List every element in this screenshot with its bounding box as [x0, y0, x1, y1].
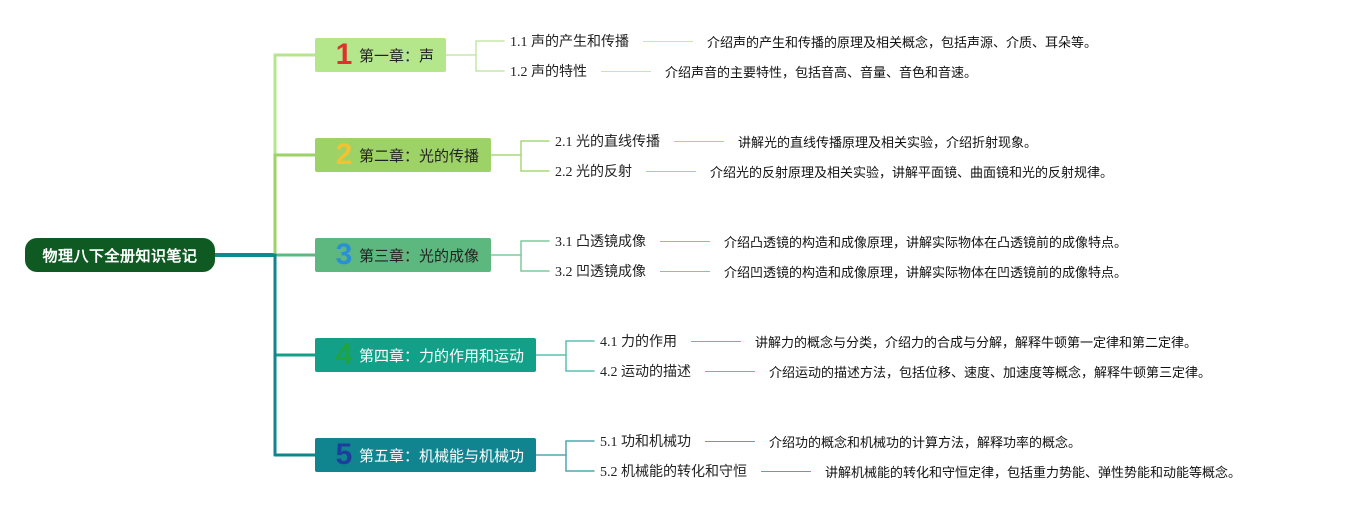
section-connector — [691, 340, 741, 342]
section-description: 介绍凸透镜的构造和成像原理，讲解实际物体在凸透镜前的成像特点。 — [724, 235, 1128, 251]
chapter-title-3: 第三章：光的成像 — [359, 246, 480, 265]
section-item[interactable]: 1.2 声的特性 介绍声音的主要特性，包括音高、音量、音色和音速。 — [510, 61, 977, 81]
section-label: 5.1 功和机械功 — [600, 435, 691, 450]
section-item[interactable]: 2.2 光的反射 介绍光的反射原理及相关实验，讲解平面镜、曲面镜和光的反射规律。 — [555, 161, 1113, 181]
section-item[interactable]: 3.2 凹透镜成像 介绍凹透镜的构造和成像原理，讲解实际物体在凹透镜前的成像特点。 — [555, 261, 1127, 281]
chapter-title-2: 第二章：光的传播 — [359, 146, 480, 165]
section-description: 介绍凹透镜的构造和成像原理，讲解实际物体在凹透镜前的成像特点。 — [724, 265, 1128, 281]
section-item[interactable]: 3.1 凸透镜成像 介绍凸透镜的构造和成像原理，讲解实际物体在凸透镜前的成像特点。 — [555, 231, 1127, 251]
section-item[interactable]: 5.2 机械能的转化和守恒 讲解机械能的转化和守恒定律，包括重力势能、弹性势能和动… — [600, 461, 1241, 481]
section-description: 讲解光的直线传播原理及相关实验，介绍折射现象。 — [738, 135, 1038, 151]
chapter-node-2[interactable]: 2 第二章：光的传播 — [315, 138, 492, 172]
chapter-number-3: 3 — [335, 238, 353, 271]
section-connector — [646, 170, 696, 172]
root-node[interactable]: 物理八下全册知识笔记 — [25, 238, 215, 272]
section-description: 介绍运动的描述方法，包括位移、速度、加速度等概念，解释牛顿第三定律。 — [769, 365, 1212, 381]
chapter-title-5: 第五章：机械能与机械功 — [359, 446, 525, 465]
section-label: 4.1 力的作用 — [600, 335, 677, 350]
section-label: 3.1 凸透镜成像 — [555, 235, 646, 250]
section-connector — [705, 370, 755, 372]
section-description: 讲解力的概念与分类，介绍力的合成与分解，解释牛顿第一定律和第二定律。 — [755, 335, 1198, 351]
section-item[interactable]: 1.1 声的产生和传播 介绍声的产生和传播的原理及相关概念，包括声源、介质、耳朵等… — [510, 31, 1097, 51]
chapter-title-1: 第一章：声 — [359, 46, 435, 65]
section-label: 4.2 运动的描述 — [600, 365, 691, 380]
section-description: 介绍光的反射原理及相关实验，讲解平面镜、曲面镜和光的反射规律。 — [710, 165, 1114, 181]
section-item[interactable]: 2.1 光的直线传播 讲解光的直线传播原理及相关实验，介绍折射现象。 — [555, 131, 1037, 151]
chapter-number-5: 5 — [335, 438, 353, 471]
section-item[interactable]: 4.2 运动的描述 介绍运动的描述方法，包括位移、速度、加速度等概念，解释牛顿第三… — [600, 361, 1211, 381]
section-label: 3.2 凹透镜成像 — [555, 265, 646, 280]
chapter-number-4: 4 — [335, 338, 353, 371]
section-label: 2.1 光的直线传播 — [555, 135, 660, 150]
section-label: 2.2 光的反射 — [555, 165, 632, 180]
section-connector — [705, 440, 755, 442]
chapter-title-4: 第四章：力的作用和运动 — [359, 346, 525, 365]
section-connector — [601, 70, 651, 72]
section-item[interactable]: 4.1 力的作用 讲解力的概念与分类，介绍力的合成与分解，解释牛顿第一定律和第二定… — [600, 331, 1197, 351]
chapter-number-2: 2 — [335, 138, 353, 171]
section-connector — [761, 470, 811, 472]
section-label: 5.2 机械能的转化和守恒 — [600, 465, 747, 480]
section-description: 介绍声的产生和传播的原理及相关概念，包括声源、介质、耳朵等。 — [707, 35, 1098, 51]
chapter-node-3[interactable]: 3 第三章：光的成像 — [315, 238, 492, 272]
section-connector — [674, 140, 724, 142]
section-description: 介绍功的概念和机械功的计算方法，解释功率的概念。 — [769, 435, 1082, 451]
chapter-node-1[interactable]: 1 第一章：声 — [315, 38, 447, 72]
section-description: 介绍声音的主要特性，包括音高、音量、音色和音速。 — [665, 65, 978, 81]
section-connector — [643, 40, 693, 42]
section-label: 1.1 声的产生和传播 — [510, 35, 629, 50]
section-connector — [660, 240, 710, 242]
section-label: 1.2 声的特性 — [510, 65, 587, 80]
section-item[interactable]: 5.1 功和机械功 介绍功的概念和机械功的计算方法，解释功率的概念。 — [600, 431, 1081, 451]
chapter-node-5[interactable]: 5 第五章：机械能与机械功 — [315, 438, 537, 472]
section-description: 讲解机械能的转化和守恒定律，包括重力势能、弹性势能和动能等概念。 — [825, 465, 1242, 481]
chapter-node-4[interactable]: 4 第四章：力的作用和运动 — [315, 338, 537, 372]
chapter-number-1: 1 — [335, 38, 353, 71]
section-connector — [660, 270, 710, 272]
